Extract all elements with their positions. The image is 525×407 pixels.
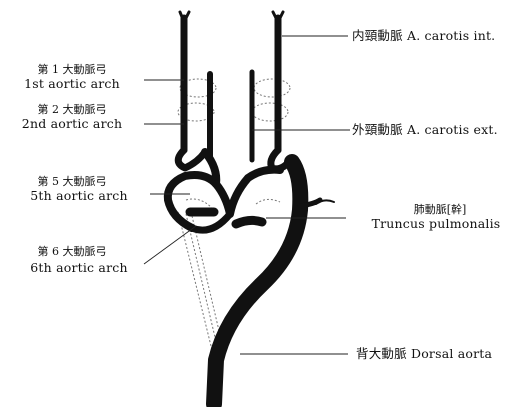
- label-arch6-jp: 第 6 大動脈弓: [10, 246, 134, 257]
- label-arch6-en: 6th aortic arch: [4, 262, 154, 275]
- label-arch1-jp: 第 1 大動脈弓: [10, 64, 134, 75]
- label-arch1-en: 1st aortic arch: [4, 78, 140, 91]
- label-dorsal-aorta: 背大動脈 Dorsal aorta: [356, 348, 492, 361]
- label-arch2-en: 2nd aortic arch: [4, 118, 140, 131]
- label-pulm-jp: 肺動脈[幹]: [370, 204, 510, 215]
- label-arch2-jp: 第 2 大動脈弓: [10, 104, 134, 115]
- label-pulm-en: Truncus pulmonalis: [356, 218, 516, 231]
- label-carotid-int: 内頸動脈 A. carotis int.: [352, 30, 495, 43]
- label-arch5-en: 5th aortic arch: [4, 190, 154, 203]
- external-carotid-arteries: [210, 72, 252, 160]
- label-arch5-jp: 第 5 大動脈弓: [10, 176, 134, 187]
- label-carotid-ext: 外頸動脈 A. carotis ext.: [352, 124, 498, 137]
- internal-carotid-arteries: [180, 12, 283, 150]
- dorsal-aorta: [214, 162, 320, 404]
